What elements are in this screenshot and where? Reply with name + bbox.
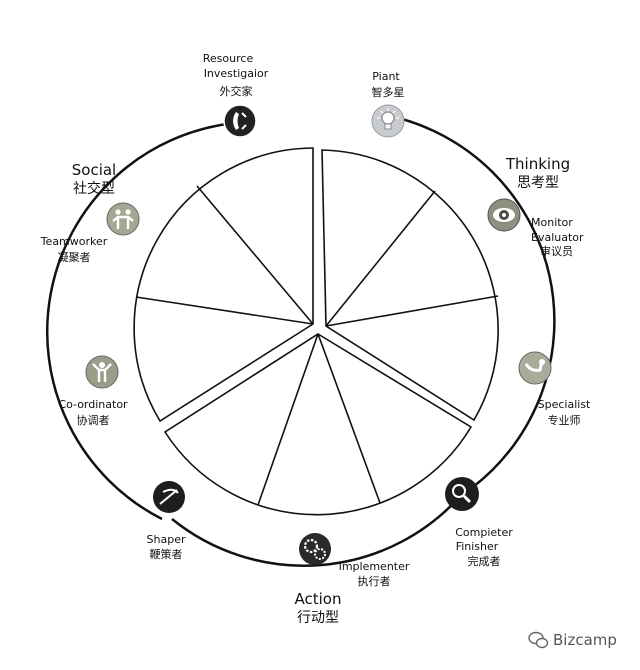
role-label-specialist: Specialist: [538, 398, 591, 411]
gears-icon: [299, 533, 331, 565]
pie-divider: [325, 295, 499, 327]
role-label-implementer-cn: 执行者: [358, 574, 391, 588]
role-label-plant: Piant: [372, 70, 400, 83]
role-label-resource-line2: Investigaior: [204, 67, 269, 80]
wechat-icon: [528, 631, 549, 649]
person-icon: [85, 355, 119, 389]
whip-icon: [153, 481, 185, 513]
role-label-shaper: Shaper: [147, 533, 186, 546]
pie-divider: [257, 333, 319, 506]
ring-arc-thinking: [389, 114, 556, 488]
ring-arc-social: [45, 121, 236, 521]
role-label-monitor-cn: 审议员: [540, 244, 573, 258]
role-label-implementer: Implementer: [339, 560, 410, 573]
role-label-teamworker: Teamworker: [40, 235, 108, 248]
pie-divider: [317, 333, 381, 504]
role-label-coordinator-cn: 协调者: [77, 413, 110, 427]
group-label-action-cn: 行动型: [297, 610, 339, 626]
role-label-resource: Resource: [203, 52, 254, 65]
outer-ring: [45, 114, 556, 567]
lightbulb-icon: [371, 104, 405, 138]
pie-divider: [196, 185, 314, 325]
pie-segment-social: [133, 147, 314, 423]
role-label-completer: Compieter: [455, 526, 513, 539]
phone-icon: [223, 104, 257, 138]
role-label-completer-line2: Finisher: [456, 540, 499, 553]
role-label-shaper-cn: 鞭策者: [150, 547, 183, 561]
role-label-plant-cn: 智多星: [372, 85, 405, 99]
ring-arc-action: [171, 492, 464, 567]
role-label-specialist-cn: 专业师: [548, 413, 581, 427]
pipe-icon: [518, 351, 552, 385]
role-label-monitor-line2: Evaluator: [531, 231, 584, 244]
pie-segment-thinking: [321, 149, 499, 422]
role-label-resource-cn: 外交家: [220, 84, 253, 98]
role-label-completer-cn: 完成者: [468, 554, 501, 568]
group-label-action: Action: [295, 590, 342, 608]
pie-segment-action: [163, 333, 473, 516]
magnifier-icon: [445, 477, 479, 511]
pie-divider: [325, 190, 436, 327]
group-label-social: Social: [72, 161, 116, 179]
group-label-social-cn: 社交型: [73, 180, 115, 197]
role-label-teamworker-cn: 凝聚者: [58, 250, 91, 264]
pie-divider: [135, 296, 314, 325]
group-label-thinking-cn: 思考型: [517, 175, 559, 191]
people-icon: [106, 202, 140, 236]
group-label-thinking: Thinking: [505, 155, 570, 173]
pie-chart: [133, 147, 499, 516]
role-label-monitor: Monitor: [531, 216, 573, 229]
eye-icon: [487, 198, 521, 232]
role-label-coordinator: Co-ordinator: [58, 398, 128, 411]
watermark-text: Bizcamp: [553, 631, 617, 649]
